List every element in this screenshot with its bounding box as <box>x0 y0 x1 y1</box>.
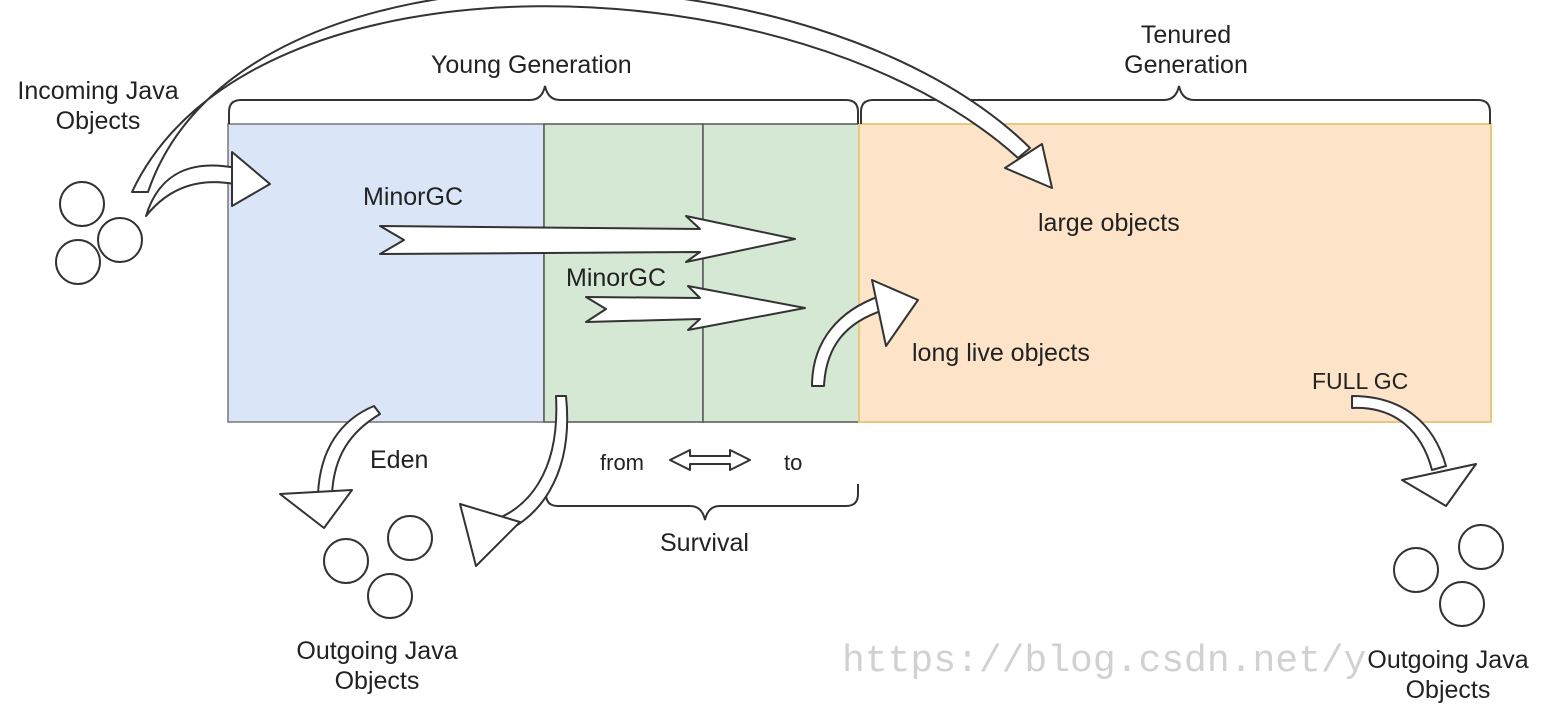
outgoing-object <box>1458 524 1504 570</box>
incoming-arrow <box>145 151 271 217</box>
incoming-object <box>97 217 143 263</box>
outgoing-left-line-1: Outgoing Java <box>296 637 458 665</box>
promotion-arrow <box>811 279 919 387</box>
young-generation-brace <box>228 85 859 124</box>
incoming-objects <box>55 181 143 285</box>
tenured-generation-brace <box>860 85 1491 124</box>
large-objects-arrow <box>131 0 1053 193</box>
minor-gc-arrow-survivor <box>585 285 806 331</box>
outgoing-objects-left <box>323 515 433 619</box>
outgoing-objects-left-label: Outgoing Java Objects <box>296 636 457 696</box>
from-label: from <box>600 450 644 475</box>
young-generation-label: Young Generation <box>431 51 632 79</box>
to-label: to <box>784 450 803 475</box>
minor-gc-arrow-eden <box>379 215 796 263</box>
survivor-to-region <box>702 123 860 423</box>
outgoing-right-line-2: Objects <box>1405 676 1491 704</box>
tenured-label-line-1: Tenured <box>1140 21 1232 49</box>
outgoing-object <box>1393 547 1439 593</box>
survivor-from-region <box>543 123 704 423</box>
outgoing-right-line-1: Outgoing Java <box>1367 646 1529 674</box>
outgoing-object <box>367 573 413 619</box>
incoming-label-line-1: Incoming Java <box>17 77 179 105</box>
eden-outgoing-arrow <box>279 405 381 529</box>
long-live-objects-label: long live objects <box>912 339 1090 367</box>
from-to-double-arrow <box>669 449 751 471</box>
tenured-label-line-2: Generation <box>1124 51 1248 79</box>
outgoing-object <box>1439 581 1485 627</box>
outgoing-object <box>323 538 369 584</box>
survival-brace <box>545 484 859 521</box>
large-objects-label: large objects <box>1038 209 1180 237</box>
watermark: https://blog.csdn.net/y <box>842 640 1367 683</box>
minor-gc-label-2: MinorGC <box>566 264 667 292</box>
incoming-object <box>59 181 105 227</box>
incoming-object <box>55 239 101 285</box>
full-gc-arrow <box>1351 395 1477 507</box>
incoming-label-line-2: Objects <box>55 107 141 135</box>
eden-region <box>227 123 545 423</box>
minor-gc-label-1: MinorGC <box>363 183 464 211</box>
full-gc-label: FULL GC <box>1312 368 1409 394</box>
survival-label: Survival <box>660 529 749 557</box>
outgoing-objects-right-label: Outgoing Java Objects <box>1367 645 1528 705</box>
eden-label: Eden <box>370 446 429 474</box>
incoming-objects-label: Incoming Java Objects <box>17 76 178 136</box>
outgoing-object <box>387 515 433 561</box>
outgoing-left-line-2: Objects <box>334 667 420 695</box>
outgoing-objects-right <box>1393 524 1504 627</box>
tenured-generation-label: Tenured Generation <box>1124 20 1248 80</box>
tenured-region <box>858 123 1492 423</box>
survivor-outgoing-arrow <box>459 395 569 567</box>
